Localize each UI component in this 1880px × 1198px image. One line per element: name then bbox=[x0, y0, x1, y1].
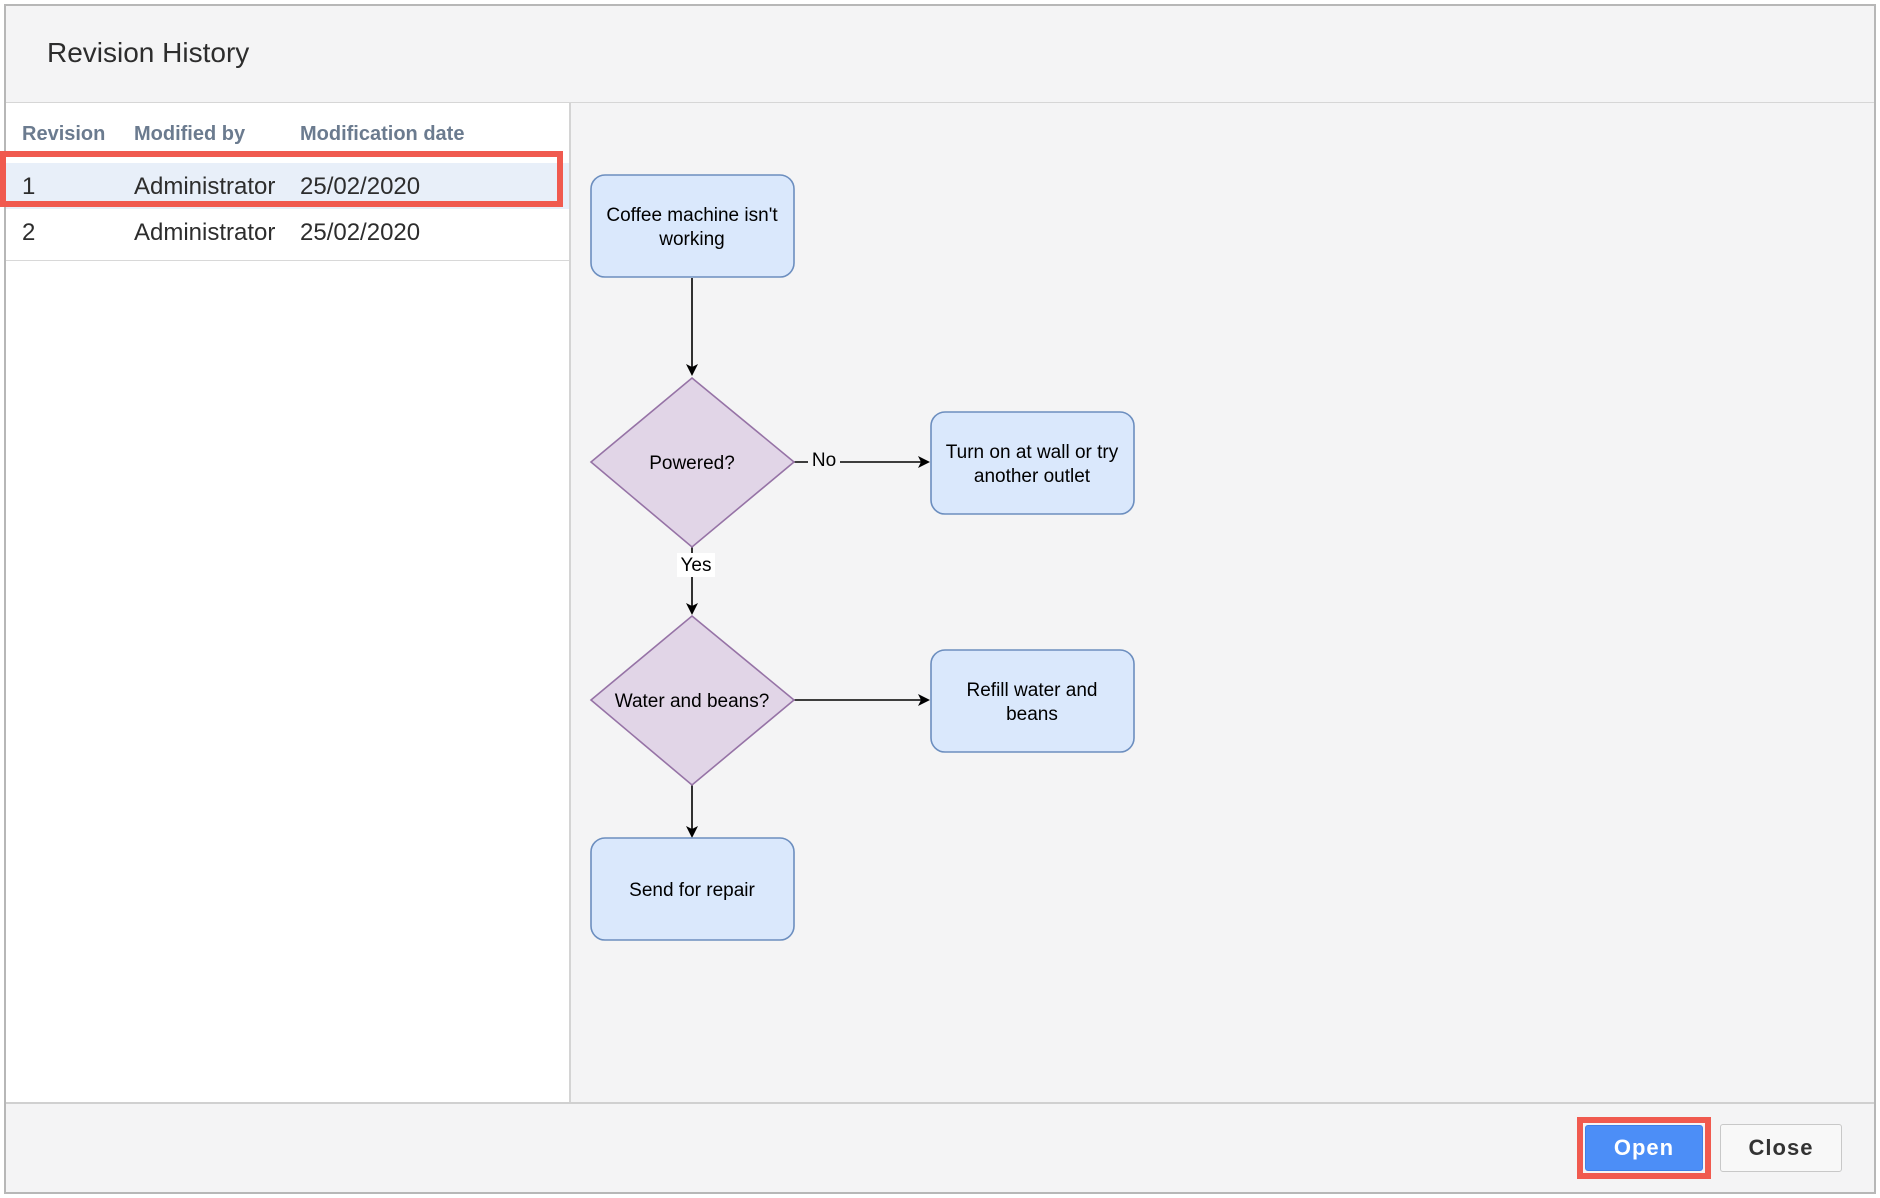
node-refill-label-line2: beans bbox=[1006, 704, 1058, 725]
revision-row-1[interactable]: 1 Administrator 25/02/2020 bbox=[6, 163, 569, 209]
column-header-modified-by[interactable]: Modified by bbox=[134, 123, 246, 145]
revision-modified-by: Administrator bbox=[134, 219, 276, 246]
revision-list: Revision Modified by Modification date 1… bbox=[6, 103, 571, 1104]
decision-powered-label: Powered? bbox=[649, 453, 735, 474]
dialog-footer bbox=[6, 1102, 1874, 1192]
diagram-preview: No Yes Coffee machine isn't working Powe… bbox=[571, 103, 1874, 1104]
decision-water-beans-label: Water and beans? bbox=[615, 691, 770, 712]
dialog-title: Revision History bbox=[47, 37, 250, 68]
revision-row-2[interactable]: 2 Administrator 25/02/2020 bbox=[6, 209, 569, 255]
edge-label-yes-bg bbox=[677, 553, 715, 577]
open-button[interactable]: Open bbox=[1585, 1125, 1703, 1171]
edge-label-yes: Yes bbox=[681, 555, 712, 576]
node-refill-label-line1: Refill water and bbox=[967, 680, 1098, 701]
node-turn-on bbox=[930, 411, 1135, 515]
list-divider bbox=[6, 260, 569, 261]
node-turn-on-label-line1: Turn on at wall or try bbox=[946, 442, 1119, 463]
node-send-for-repair bbox=[590, 837, 795, 941]
node-refill bbox=[930, 649, 1135, 753]
node-coffee-machine bbox=[590, 174, 795, 278]
revision-history-dialog: Revision History Revision Modified by Mo… bbox=[4, 4, 1876, 1194]
node-send-for-repair-label: Send for repair bbox=[629, 880, 755, 901]
node-turn-on-label-line2: another outlet bbox=[974, 466, 1091, 487]
node-coffee-machine-label-line2: working bbox=[658, 229, 724, 250]
decision-water-beans bbox=[589, 614, 796, 787]
revision-date: 25/02/2020 bbox=[300, 219, 421, 246]
column-header-modification-date[interactable]: Modification date bbox=[300, 123, 465, 145]
revision-modified-by: Administrator bbox=[134, 173, 276, 200]
revision-date: 25/02/2020 bbox=[300, 173, 421, 200]
flowchart-canvas: No Yes Coffee machine isn't working Powe… bbox=[589, 174, 1135, 941]
decision-powered bbox=[589, 376, 796, 549]
revision-list-header: Revision Modified by Modification date bbox=[6, 103, 569, 155]
column-header-revision[interactable]: Revision bbox=[22, 123, 106, 145]
dialog-header: Revision History bbox=[6, 6, 1874, 103]
revision-number: 2 bbox=[22, 219, 36, 246]
close-button[interactable]: Close bbox=[1720, 1124, 1842, 1172]
edge-label-no: No bbox=[812, 450, 836, 471]
revision-number: 1 bbox=[22, 173, 36, 200]
node-coffee-machine-label-line1: Coffee machine isn't bbox=[606, 205, 778, 226]
edge-label-no-bg bbox=[808, 446, 840, 470]
